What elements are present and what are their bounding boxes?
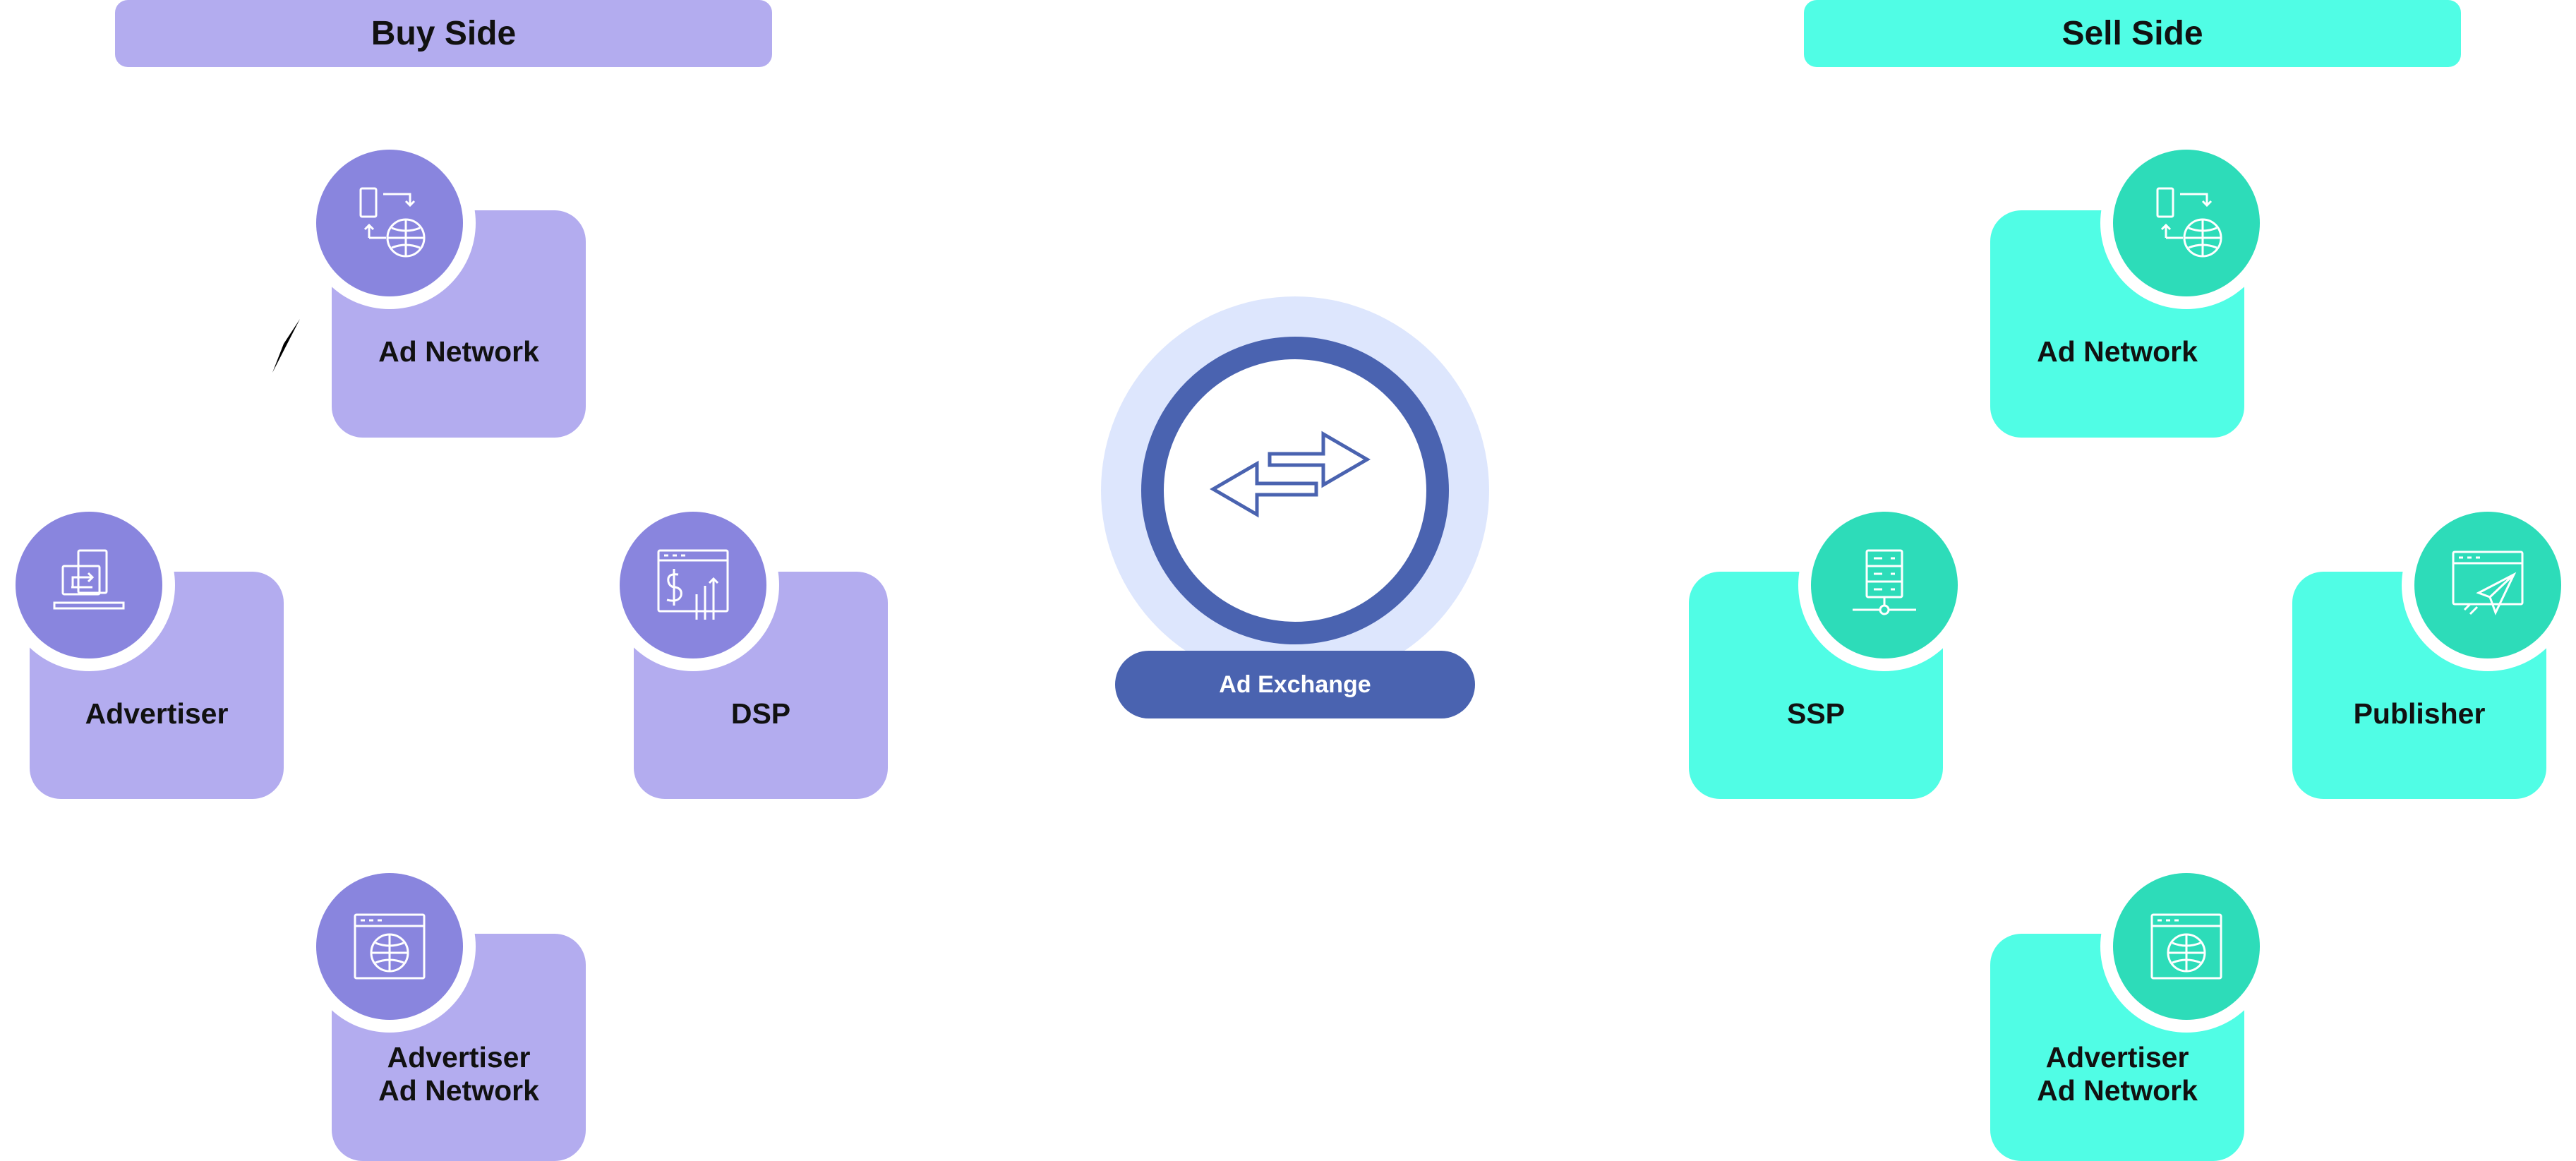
publisher-label: Publisher bbox=[2353, 697, 2486, 730]
buy-advertiser-ad-network-label-line1: Advertiser bbox=[387, 1041, 531, 1073]
advertiser-label: Advertiser bbox=[85, 697, 229, 730]
dsp-label: DSP bbox=[730, 697, 791, 730]
sell-advertiser-ad-network-label-line2: Ad Network bbox=[2037, 1074, 2198, 1107]
browser-globe-icon bbox=[354, 913, 426, 980]
publisher-icon-badge bbox=[2402, 499, 2574, 671]
advertiser-icon-badge bbox=[3, 499, 175, 671]
buy-ad-network-icon-badge bbox=[303, 137, 476, 309]
server-icon bbox=[1853, 549, 1916, 615]
sell-ad-network-label: Ad Network bbox=[2037, 335, 2198, 368]
sell-side-header: Sell Side bbox=[1804, 0, 2461, 67]
buy-advertiser-ad-network-icon-badge bbox=[303, 860, 476, 1033]
ssp-icon-badge bbox=[1798, 499, 1970, 671]
ssp-label: SSP bbox=[1786, 697, 1846, 730]
laptop-exchange-icon bbox=[53, 549, 125, 610]
ad-exchange-label: Ad Exchange bbox=[1219, 670, 1371, 698]
dollar-chart-icon bbox=[657, 549, 729, 620]
ad-exchange-pill: Ad Exchange bbox=[1115, 651, 1475, 718]
sell-advertiser-ad-network-label-line1: Advertiser bbox=[2045, 1041, 2189, 1073]
buy-advertiser-ad-network-label-line2: Ad Network bbox=[378, 1074, 539, 1107]
buy-side-header: Buy Side bbox=[115, 0, 772, 67]
buy-side-title: Buy Side bbox=[371, 15, 517, 52]
buy-ad-network-label: Ad Network bbox=[378, 335, 539, 368]
device-globe-exchange-icon bbox=[2156, 187, 2222, 258]
two-way-arrows-icon bbox=[1210, 431, 1371, 518]
sell-ad-network-icon-badge bbox=[2100, 137, 2273, 309]
sell-advertiser-ad-network-icon-badge bbox=[2100, 860, 2273, 1033]
dsp-icon-badge bbox=[607, 499, 779, 671]
browser-send-icon bbox=[2452, 551, 2524, 615]
ad-exchange-ring bbox=[1141, 337, 1449, 644]
device-globe-exchange-icon bbox=[359, 187, 426, 258]
browser-globe-icon bbox=[2150, 913, 2222, 980]
sell-side-title: Sell Side bbox=[2062, 15, 2203, 52]
